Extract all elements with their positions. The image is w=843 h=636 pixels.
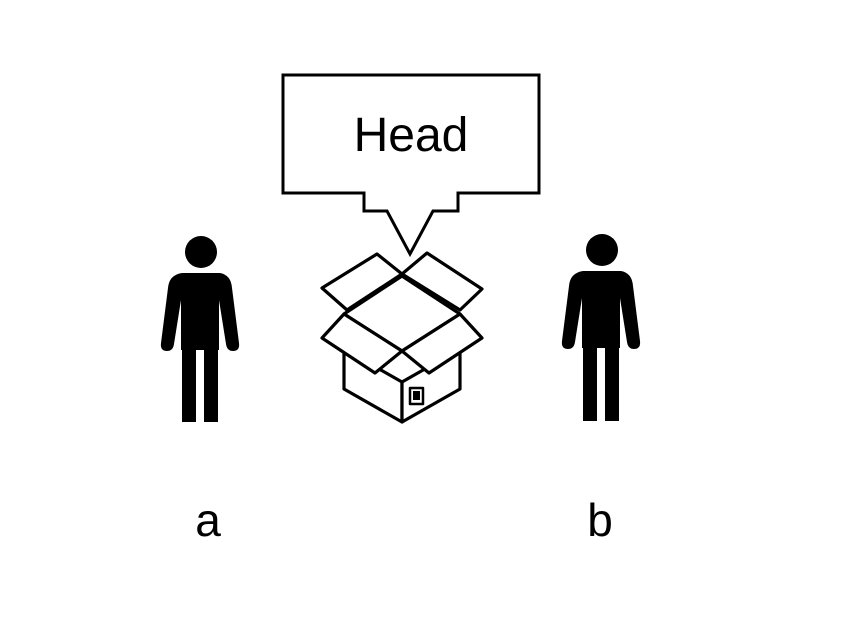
callout-shape xyxy=(281,73,541,258)
person-icon xyxy=(160,236,240,422)
person-icon xyxy=(561,234,641,421)
person-b-label: b xyxy=(587,494,613,546)
callout-label: Head xyxy=(353,109,469,162)
person-a-label: a xyxy=(195,494,221,546)
open-box-icon xyxy=(320,251,484,424)
